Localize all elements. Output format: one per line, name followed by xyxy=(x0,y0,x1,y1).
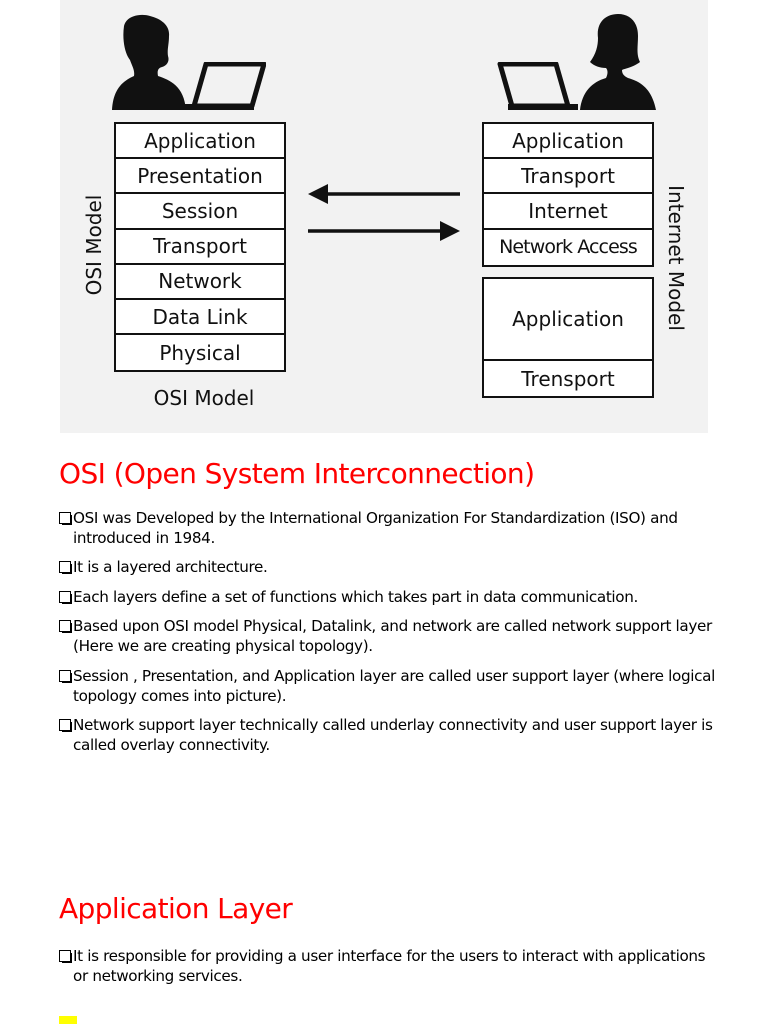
right-arrow-icon xyxy=(308,221,460,241)
internet-extra-layer: Trensport xyxy=(521,366,615,391)
list-item: Each layers define a set of functions wh… xyxy=(59,587,719,607)
osi-layer: Session xyxy=(116,194,284,230)
list-item: Based upon OSI model Physical, Datalink,… xyxy=(59,616,719,656)
osi-layer-stack: Application Presentation Session Transpo… xyxy=(114,122,286,373)
left-arrow-icon xyxy=(308,184,460,204)
internet-extra-stack: Application Trensport xyxy=(482,277,654,398)
osi-layer: Transport xyxy=(116,230,284,265)
checkbox-bullet-icon xyxy=(59,669,72,683)
osi-internet-diagram: Application Presentation Session Transpo… xyxy=(60,0,708,433)
osi-bullet-list: OSI was Developed by the International O… xyxy=(59,508,719,764)
application-bullet-list: It is responsible for providing a user i… xyxy=(59,946,719,995)
internet-layer: Network Access xyxy=(499,236,638,259)
list-item: It is responsible for providing a user i… xyxy=(59,946,719,986)
man-silhouette-icon xyxy=(112,14,186,110)
list-item: It is a layered architecture. xyxy=(59,557,719,577)
internet-layer-stack: Application Transport Internet Network A… xyxy=(482,122,654,267)
checkbox-bullet-icon xyxy=(59,590,72,604)
section-heading-osi: OSI (Open System Interconnection) xyxy=(59,457,535,490)
osi-layer: Presentation xyxy=(116,159,284,195)
list-item: Session , Presentation, and Application … xyxy=(59,666,719,706)
osi-layer: Application xyxy=(116,124,284,160)
list-item: Network support layer technically called… xyxy=(59,715,719,755)
section-heading-application-layer: Application Layer xyxy=(59,892,293,925)
checkbox-bullet-icon xyxy=(59,620,72,634)
checkbox-bullet-icon xyxy=(59,718,72,732)
internet-layer: Application xyxy=(484,124,652,160)
laptop-icon xyxy=(497,62,578,110)
osi-layer: Network xyxy=(116,265,284,300)
osi-layer: Physical xyxy=(159,340,241,365)
osi-layer: Data Link xyxy=(116,300,284,336)
checkbox-bullet-icon xyxy=(59,561,72,575)
osi-vertical-label: OSI Model xyxy=(82,194,106,296)
highlight-mark xyxy=(59,1016,77,1024)
internet-vertical-label: Internet Model xyxy=(664,185,688,331)
exchange-arrows xyxy=(308,184,460,241)
laptop-icon xyxy=(184,62,266,110)
checkbox-bullet-icon xyxy=(59,512,72,525)
internet-extra-layer: Application xyxy=(484,279,652,361)
internet-layer: Transport xyxy=(484,159,652,195)
list-item: OSI was Developed by the International O… xyxy=(59,508,719,548)
woman-silhouette-icon xyxy=(580,14,656,110)
osi-caption: OSI Model xyxy=(153,386,255,410)
checkbox-bullet-icon xyxy=(59,950,72,963)
internet-layer: Internet xyxy=(484,194,652,230)
